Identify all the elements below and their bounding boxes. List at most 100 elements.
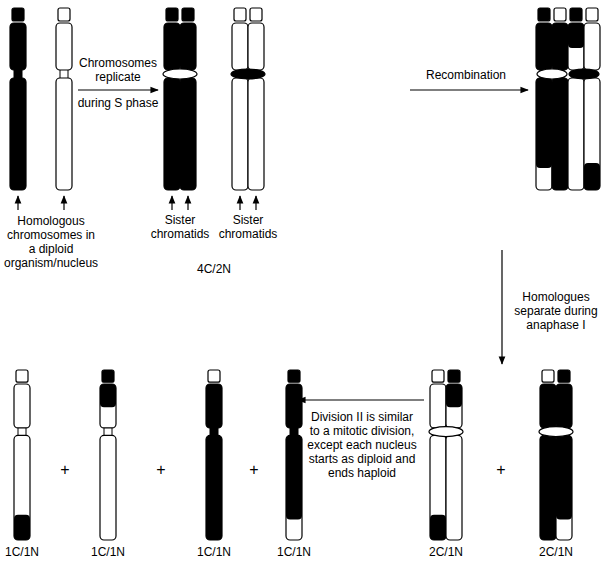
chromatid-outline bbox=[250, 8, 262, 21]
chromatid-segment bbox=[12, 8, 24, 21]
chromatid-outline bbox=[232, 78, 248, 190]
chromatid-outline bbox=[570, 8, 582, 21]
ploidy-label-wrap: 1C/1N bbox=[86, 545, 130, 559]
dark-segment bbox=[288, 370, 300, 382]
ploidy-label: 4C/2N bbox=[184, 262, 244, 276]
dark-segment bbox=[166, 8, 178, 21]
pointer-label-wrap: Sister chromatids bbox=[216, 213, 280, 241]
chromatid bbox=[568, 8, 584, 190]
chromatid-outline bbox=[286, 435, 302, 540]
arrow-label: Recombination bbox=[411, 68, 521, 82]
chromatid-outline bbox=[554, 8, 566, 21]
chromatid bbox=[164, 8, 180, 190]
plus-sign-wrap: + bbox=[54, 461, 76, 479]
arrow-label: Chromosomes replicate bbox=[76, 56, 160, 84]
chromatid-segment bbox=[180, 78, 196, 190]
chromatid bbox=[446, 370, 462, 540]
dark-segment bbox=[206, 384, 222, 428]
arrow-label: during S phase bbox=[76, 96, 160, 110]
plus-sign: + bbox=[54, 461, 76, 479]
dark-segment bbox=[584, 163, 600, 190]
chromatid bbox=[206, 370, 222, 540]
centromere bbox=[537, 69, 567, 79]
chromatid-segment bbox=[56, 78, 72, 190]
chromatid-outline bbox=[234, 8, 246, 21]
arrow-label-wrap: Homologues separate during anaphase I bbox=[514, 290, 598, 332]
chromatid-outline bbox=[16, 370, 28, 382]
pointer-label-wrap: Sister chromatids bbox=[148, 213, 212, 241]
dark-segment bbox=[10, 78, 26, 190]
chromatid-outline bbox=[558, 370, 570, 382]
dark-segment bbox=[286, 384, 302, 428]
dark-segment bbox=[180, 23, 196, 70]
chromatid-segment bbox=[584, 23, 600, 70]
dark-segment bbox=[448, 370, 460, 382]
chromatid-outline bbox=[430, 435, 446, 540]
chromatid-segment bbox=[248, 23, 264, 70]
ploidy-label: 2C/1N bbox=[416, 545, 476, 559]
chromatid-segment bbox=[164, 78, 180, 190]
plus-sign-wrap: + bbox=[150, 461, 172, 479]
chromatid-outline bbox=[248, 78, 264, 190]
chromatid-outline bbox=[556, 384, 572, 428]
pointer-arrow bbox=[187, 196, 188, 210]
chromatid-outline bbox=[586, 8, 598, 21]
chromatid-segment bbox=[14, 384, 30, 428]
chromatid-outline bbox=[556, 435, 572, 540]
chromatid bbox=[286, 370, 302, 540]
chromatid-segment bbox=[102, 370, 114, 382]
dark-segment bbox=[446, 384, 462, 407]
chromatid-segment bbox=[182, 8, 194, 21]
ploidy-label: 1C/1N bbox=[0, 545, 44, 559]
chromatid-outline bbox=[100, 435, 116, 540]
dark-segment bbox=[182, 8, 194, 21]
dark-segment bbox=[102, 370, 114, 382]
chromatid-segment bbox=[232, 23, 248, 70]
dark-segment bbox=[552, 23, 568, 70]
chromatid-segment bbox=[570, 8, 582, 21]
chromatid-outline bbox=[446, 435, 462, 540]
chromatid-segment bbox=[100, 435, 116, 540]
chromatid-outline bbox=[102, 370, 114, 382]
chromatid-segment bbox=[554, 8, 566, 21]
ploidy-label: 2C/1N bbox=[526, 545, 586, 559]
dark-segment bbox=[10, 23, 26, 70]
chromatid-outline bbox=[206, 435, 222, 540]
arrow-label-wrap: Chromosomes replicate bbox=[76, 56, 160, 84]
chromatid bbox=[248, 8, 264, 190]
chromatid-outline bbox=[568, 23, 584, 70]
arrow-label: Homologues separate during anaphase I bbox=[514, 290, 598, 332]
pointer-label: Homologous chromosomes in a diploid orga… bbox=[4, 214, 98, 270]
chromatid-segment bbox=[430, 384, 446, 428]
dark-segment bbox=[568, 23, 584, 48]
pointer-label: Sister chromatids bbox=[216, 213, 280, 241]
chromatid-outline bbox=[448, 370, 460, 382]
chromatid bbox=[540, 370, 556, 540]
ploidy-label-wrap: 4C/2N bbox=[184, 262, 244, 276]
chromatid-outline bbox=[58, 8, 70, 21]
chromatid-outline bbox=[164, 23, 180, 70]
chromatid-segment bbox=[250, 8, 262, 21]
chromatid bbox=[56, 8, 72, 190]
chromatid-outline bbox=[232, 23, 248, 70]
dark-segment bbox=[536, 23, 552, 70]
chromatid-segment bbox=[584, 78, 600, 190]
chromatid-outline bbox=[542, 370, 554, 382]
plus-sign: + bbox=[243, 461, 265, 479]
chromatid-outline bbox=[536, 78, 552, 190]
dark-segment bbox=[540, 435, 556, 540]
chromatid-segment bbox=[14, 435, 30, 540]
chromatid-outline bbox=[552, 23, 568, 70]
chromatid-outline bbox=[12, 8, 24, 21]
dark-segment bbox=[14, 515, 30, 540]
dark-segment bbox=[430, 515, 446, 540]
chromatid-outline bbox=[540, 435, 556, 540]
chromatid-segment bbox=[208, 370, 220, 382]
chromatid bbox=[10, 8, 26, 190]
chromatid-segment bbox=[430, 435, 446, 540]
arrow-label-wrap: Division II is similar to a mitotic divi… bbox=[306, 410, 418, 480]
dark-segment bbox=[164, 23, 180, 70]
dark-segment bbox=[540, 384, 556, 428]
chromatid-segment bbox=[558, 370, 570, 382]
arrow-label-wrap: during S phase bbox=[76, 96, 160, 110]
